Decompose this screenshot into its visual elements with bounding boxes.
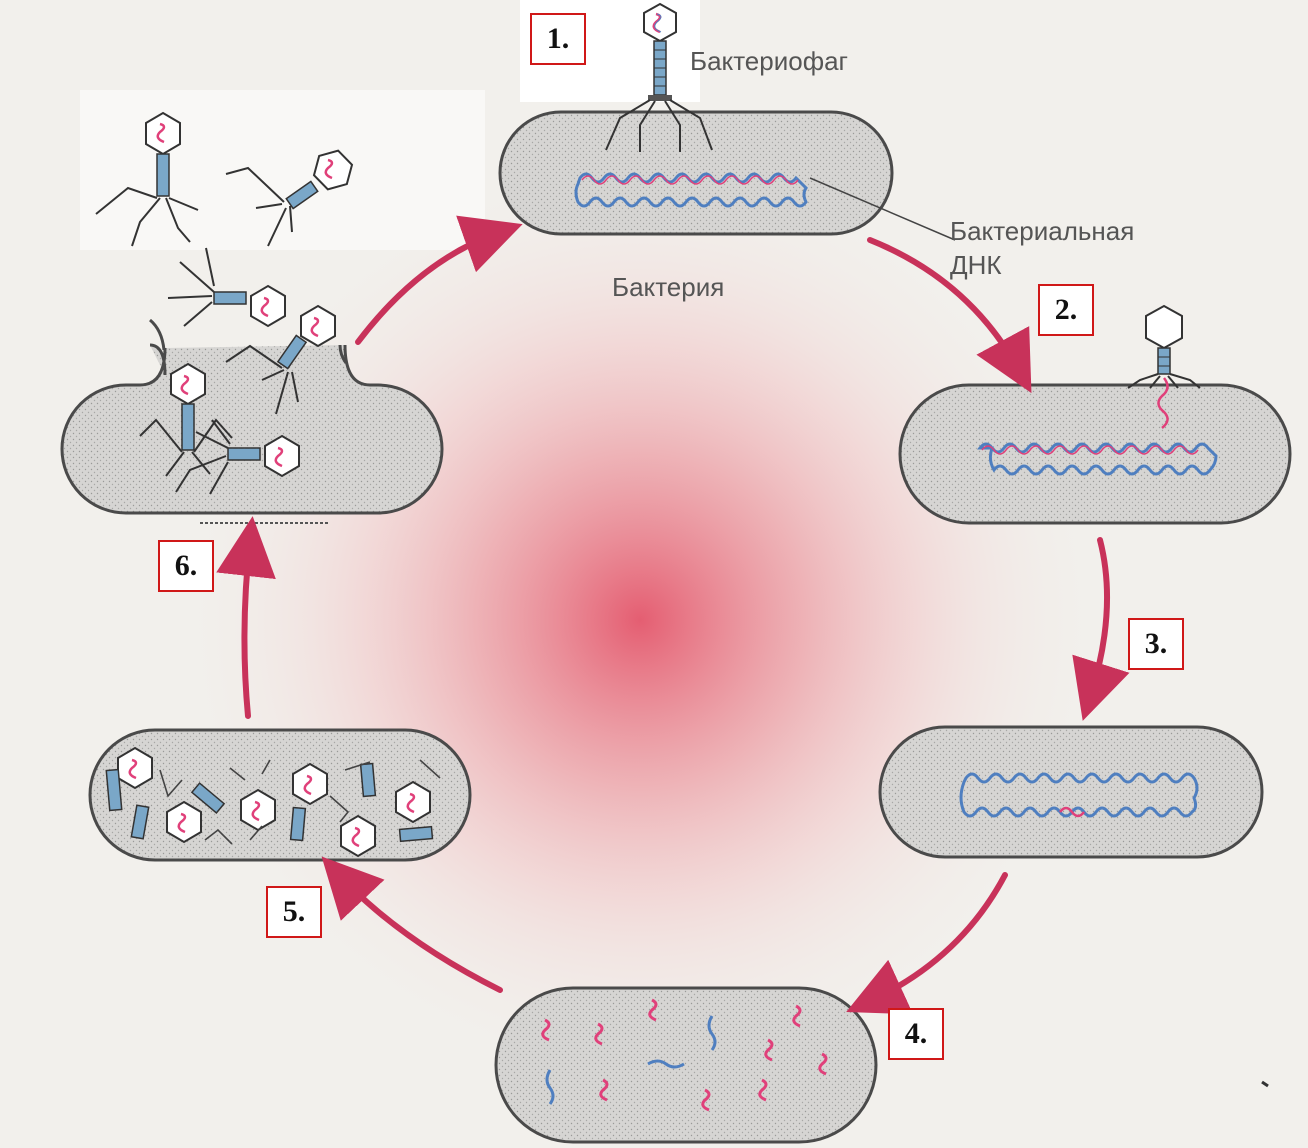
phage-injecting	[1127, 304, 1201, 429]
arrow-1-to-2	[867, 237, 1032, 394]
step-2-box: 2.	[1038, 284, 1094, 336]
step-6-box: 6.	[158, 540, 214, 592]
released-phages	[95, 111, 354, 495]
new-tail-fibers	[159, 759, 441, 845]
cell-3	[878, 725, 1264, 859]
cell-2	[898, 304, 1292, 525]
cell-4	[494, 986, 878, 1144]
background-noise	[1261, 1080, 1269, 1088]
label-bacterium: Бактерия	[612, 272, 725, 302]
label-bacterial-dna-1: Бактериальная	[950, 216, 1135, 246]
arrow-4-to-5	[321, 856, 503, 993]
cell-5	[88, 728, 472, 862]
phage-dna-fragments	[541, 998, 828, 1112]
new-phage-heads	[117, 746, 431, 858]
arrow-5-to-6	[216, 516, 276, 719]
label-bacterial-dna-2: ДНК	[950, 250, 1002, 280]
arrow-2-to-3	[1072, 537, 1130, 721]
cycle-arrows	[216, 215, 1130, 1015]
top-left-backdrop	[80, 90, 485, 250]
step-1-box: 1.	[530, 13, 586, 65]
dna-pointer-line	[809, 177, 956, 241]
bacterial-dna-1	[574, 172, 808, 208]
step-5-box: 5.	[266, 886, 322, 938]
step-3-box: 3.	[1128, 618, 1184, 670]
arrow-3-to-4	[846, 872, 1008, 1015]
phage-attached-1	[605, 2, 713, 152]
cell-1	[498, 2, 956, 241]
arrow-6-to-1	[355, 215, 523, 345]
step-4-box: 4.	[888, 1008, 944, 1060]
label-bacteriophage: Бактериофаг	[690, 46, 849, 76]
new-phage-tails	[105, 762, 434, 843]
